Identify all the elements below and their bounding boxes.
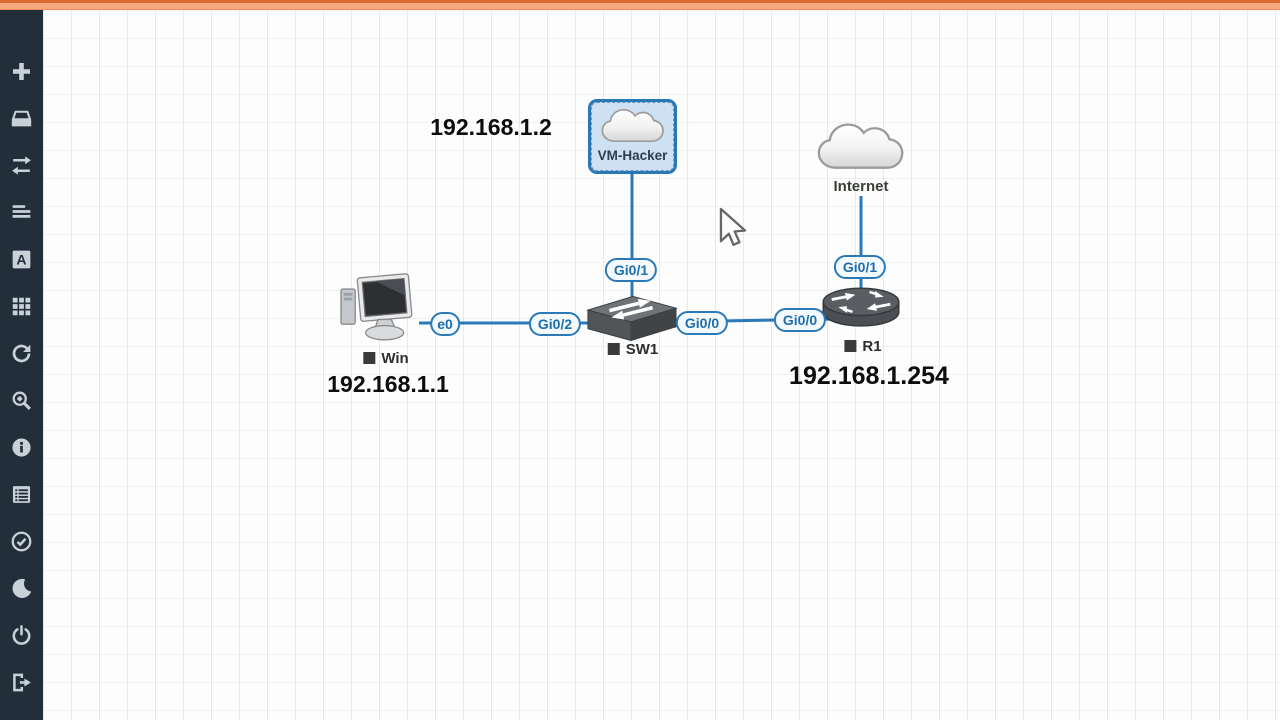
- list-icon: [9, 482, 34, 507]
- node-sw1[interactable]: [584, 288, 678, 346]
- node-r1[interactable]: [820, 283, 902, 334]
- router-icon: [822, 287, 900, 327]
- node-label: Internet: [833, 178, 889, 195]
- transfer-arrows-icon: [9, 153, 34, 178]
- switch-icon: [586, 295, 678, 342]
- refresh-icon: [9, 341, 34, 366]
- label-r1: R1: [844, 338, 882, 355]
- sidebar-storage-button[interactable]: [0, 95, 43, 142]
- annotation-vm-hacker-ip[interactable]: 192.168.1.2: [430, 114, 552, 140]
- zoom-in-icon: [9, 388, 34, 413]
- interface-label-sw1-gi0-2: Gi0/2: [528, 312, 582, 336]
- node-label: VM-Hacker: [597, 148, 668, 163]
- node-vm-hacker[interactable]: VM-Hacker: [588, 99, 677, 174]
- interface-label-r1-gi0-0: Gi0/0: [773, 308, 827, 332]
- sidebar-check-circle-button[interactable]: [0, 518, 43, 565]
- sidebar-align-lines-button[interactable]: [0, 189, 43, 236]
- text-a-icon: A: [9, 247, 34, 272]
- pc-icon: [340, 273, 413, 341]
- info-icon: [9, 435, 34, 460]
- sidebar-power-button[interactable]: [0, 612, 43, 659]
- sidebar-toolbar: A: [0, 10, 43, 720]
- sidebar-logout-button[interactable]: [0, 659, 43, 706]
- status-square: [363, 352, 376, 364]
- sidebar-transfer-arrows-button[interactable]: [0, 142, 43, 189]
- sidebar-zoom-in-button[interactable]: [0, 377, 43, 424]
- interface-label-sw1-gi0-0: Gi0/0: [675, 311, 729, 335]
- moon-icon: [9, 576, 34, 601]
- node-win[interactable]: [334, 272, 422, 346]
- plus-icon: [9, 59, 34, 84]
- sidebar-info-button[interactable]: [0, 424, 43, 471]
- align-lines-icon: [9, 200, 34, 225]
- status-square: [844, 340, 857, 352]
- cloud-icon: [817, 123, 904, 169]
- label-sw1: SW1: [607, 341, 658, 358]
- svg-text:A: A: [16, 252, 26, 268]
- annotation-win-ip[interactable]: 192.168.1.1: [327, 371, 449, 397]
- node-internet[interactable]: Internet: [813, 119, 909, 195]
- annotation-r1-ip[interactable]: 192.168.1.254: [789, 362, 949, 390]
- grid-icon: [9, 294, 34, 319]
- cloud-icon: [600, 108, 664, 142]
- interface-label-r1-gi0-1: Gi0/1: [833, 255, 887, 279]
- interface-label-e0: e0: [430, 312, 460, 336]
- logout-icon: [9, 670, 34, 695]
- sidebar-refresh-button[interactable]: [0, 330, 43, 377]
- status-square: [607, 343, 620, 355]
- power-icon: [9, 623, 34, 648]
- sidebar-plus-button[interactable]: [0, 48, 43, 95]
- storage-icon: [9, 106, 34, 131]
- interface-label-sw1-gi0-1: Gi0/1: [604, 258, 658, 282]
- top-accent-bar: [0, 0, 1280, 10]
- sidebar-grid-button[interactable]: [0, 283, 43, 330]
- sidebar-text-a-button[interactable]: A: [0, 236, 43, 283]
- label-win: Win: [363, 350, 409, 367]
- check-circle-icon: [9, 529, 34, 554]
- sidebar-moon-button[interactable]: [0, 565, 43, 612]
- sidebar-list-button[interactable]: [0, 471, 43, 518]
